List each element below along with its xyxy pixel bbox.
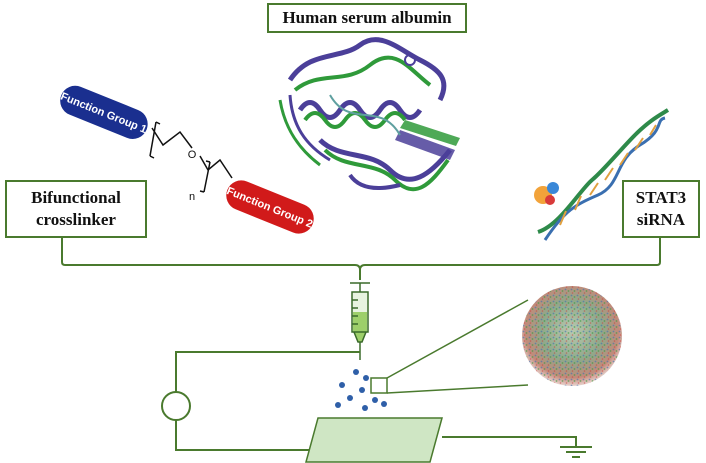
ground-icon (560, 446, 592, 458)
circuit-wires (175, 351, 577, 451)
crosslinker-label-line1: Bifunctional (31, 188, 121, 207)
voltage-source-icon (161, 391, 191, 421)
sirna-label-line2: siRNA (636, 210, 686, 229)
repeat-subscript: n (189, 191, 195, 203)
sirna-label-box: STAT3 siRNA (622, 180, 700, 238)
zoom-indicator (370, 299, 529, 394)
function-group-1-pill: Function Group 1 (59, 85, 148, 139)
syringe-icon (350, 282, 370, 360)
input-bracket (61, 238, 661, 280)
collector-plate (305, 417, 443, 463)
hsa-label-box: Human serum albumin (267, 3, 467, 33)
double-helix-icon (534, 108, 670, 241)
crosslinker-label-line2: crosslinker (36, 210, 116, 229)
crosslinker-label-box: Bifunctional crosslinker (5, 180, 147, 238)
spray-droplets (335, 369, 387, 411)
hsa-label: Human serum albumin (282, 8, 452, 27)
function-group-2-pill: Function Group 2 (225, 180, 314, 234)
sirna-label-line1: STAT3 (635, 188, 687, 207)
nanoparticle-icon (522, 286, 622, 386)
protein-structure-icon (275, 37, 460, 192)
oxygen-atom: O (188, 149, 197, 161)
